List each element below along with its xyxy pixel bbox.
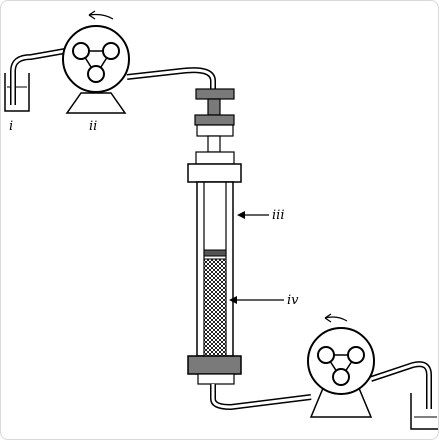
- label-packing: iv: [287, 293, 299, 308]
- label-column: iii: [272, 208, 284, 223]
- label-collector: v: [425, 436, 433, 440]
- lower-pump: [307, 313, 375, 418]
- label-reservoir: i: [9, 119, 13, 134]
- collector-beaker: [410, 393, 438, 430]
- lower-tubing: [210, 361, 432, 411]
- upper-tubing: [9, 48, 216, 105]
- label-pump: ii: [89, 119, 97, 134]
- pointer-arrows: [229, 211, 284, 304]
- reservoir-beaker: [4, 73, 30, 112]
- column-assembly: [187, 88, 242, 385]
- upper-pump: [62, 10, 130, 114]
